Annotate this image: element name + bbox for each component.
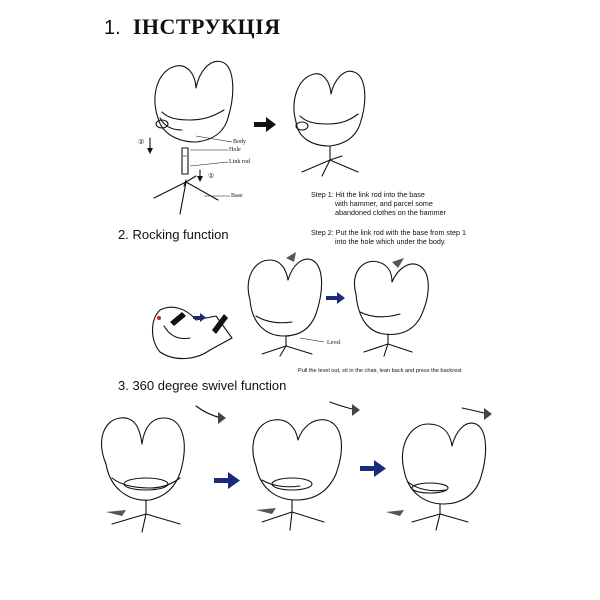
- swivel-chair-1: [101, 405, 226, 533]
- title-number: 1.: [104, 17, 121, 39]
- link-rod: [181, 147, 189, 175]
- chair-assembled: [293, 70, 366, 177]
- chair-body-exploded: [154, 60, 234, 143]
- rocking-chair-2: [354, 258, 429, 357]
- step2-text: Step 2: Put the link rod with the base f…: [311, 228, 467, 246]
- arrow-right-blue-icon: [326, 292, 345, 304]
- marker-step-1: ①: [208, 172, 215, 180]
- rocking-chair-1: [247, 252, 325, 357]
- label-leaders: [189, 135, 233, 197]
- marker-step-2: ②: [138, 138, 145, 146]
- rocking-caption: Pull the level out, sit in the chair, le…: [298, 368, 462, 374]
- step1-text: Step 1: Hit the link rod into the base w…: [311, 190, 447, 217]
- arrow-right-blue-icon-3: [360, 460, 386, 477]
- label-level: Level: [327, 340, 341, 346]
- assembly-arrows: [147, 137, 203, 182]
- page-title: 1. ІНСТРУКЦІЯ: [104, 14, 281, 40]
- title-text: ІНСТРУКЦІЯ: [132, 14, 281, 39]
- label-base: Base: [231, 193, 243, 199]
- label-hole: Hole: [229, 147, 241, 153]
- lever-hand-closeup: [151, 306, 233, 360]
- section-heading-swivel: 3. 360 degree swivel function: [118, 378, 287, 393]
- label-link-rod: Link rod: [229, 159, 250, 165]
- section-heading-rocking: 2. Rocking function: [118, 227, 229, 242]
- arrow-right-icon: [254, 117, 276, 132]
- arrow-right-blue-icon-2: [214, 472, 240, 489]
- swivel-chair-3: [386, 407, 492, 531]
- swivel-chair-2: [252, 401, 360, 531]
- label-body: Body: [233, 139, 247, 145]
- small-arrow-blue-icon: [193, 313, 206, 322]
- base-exploded: [153, 175, 219, 215]
